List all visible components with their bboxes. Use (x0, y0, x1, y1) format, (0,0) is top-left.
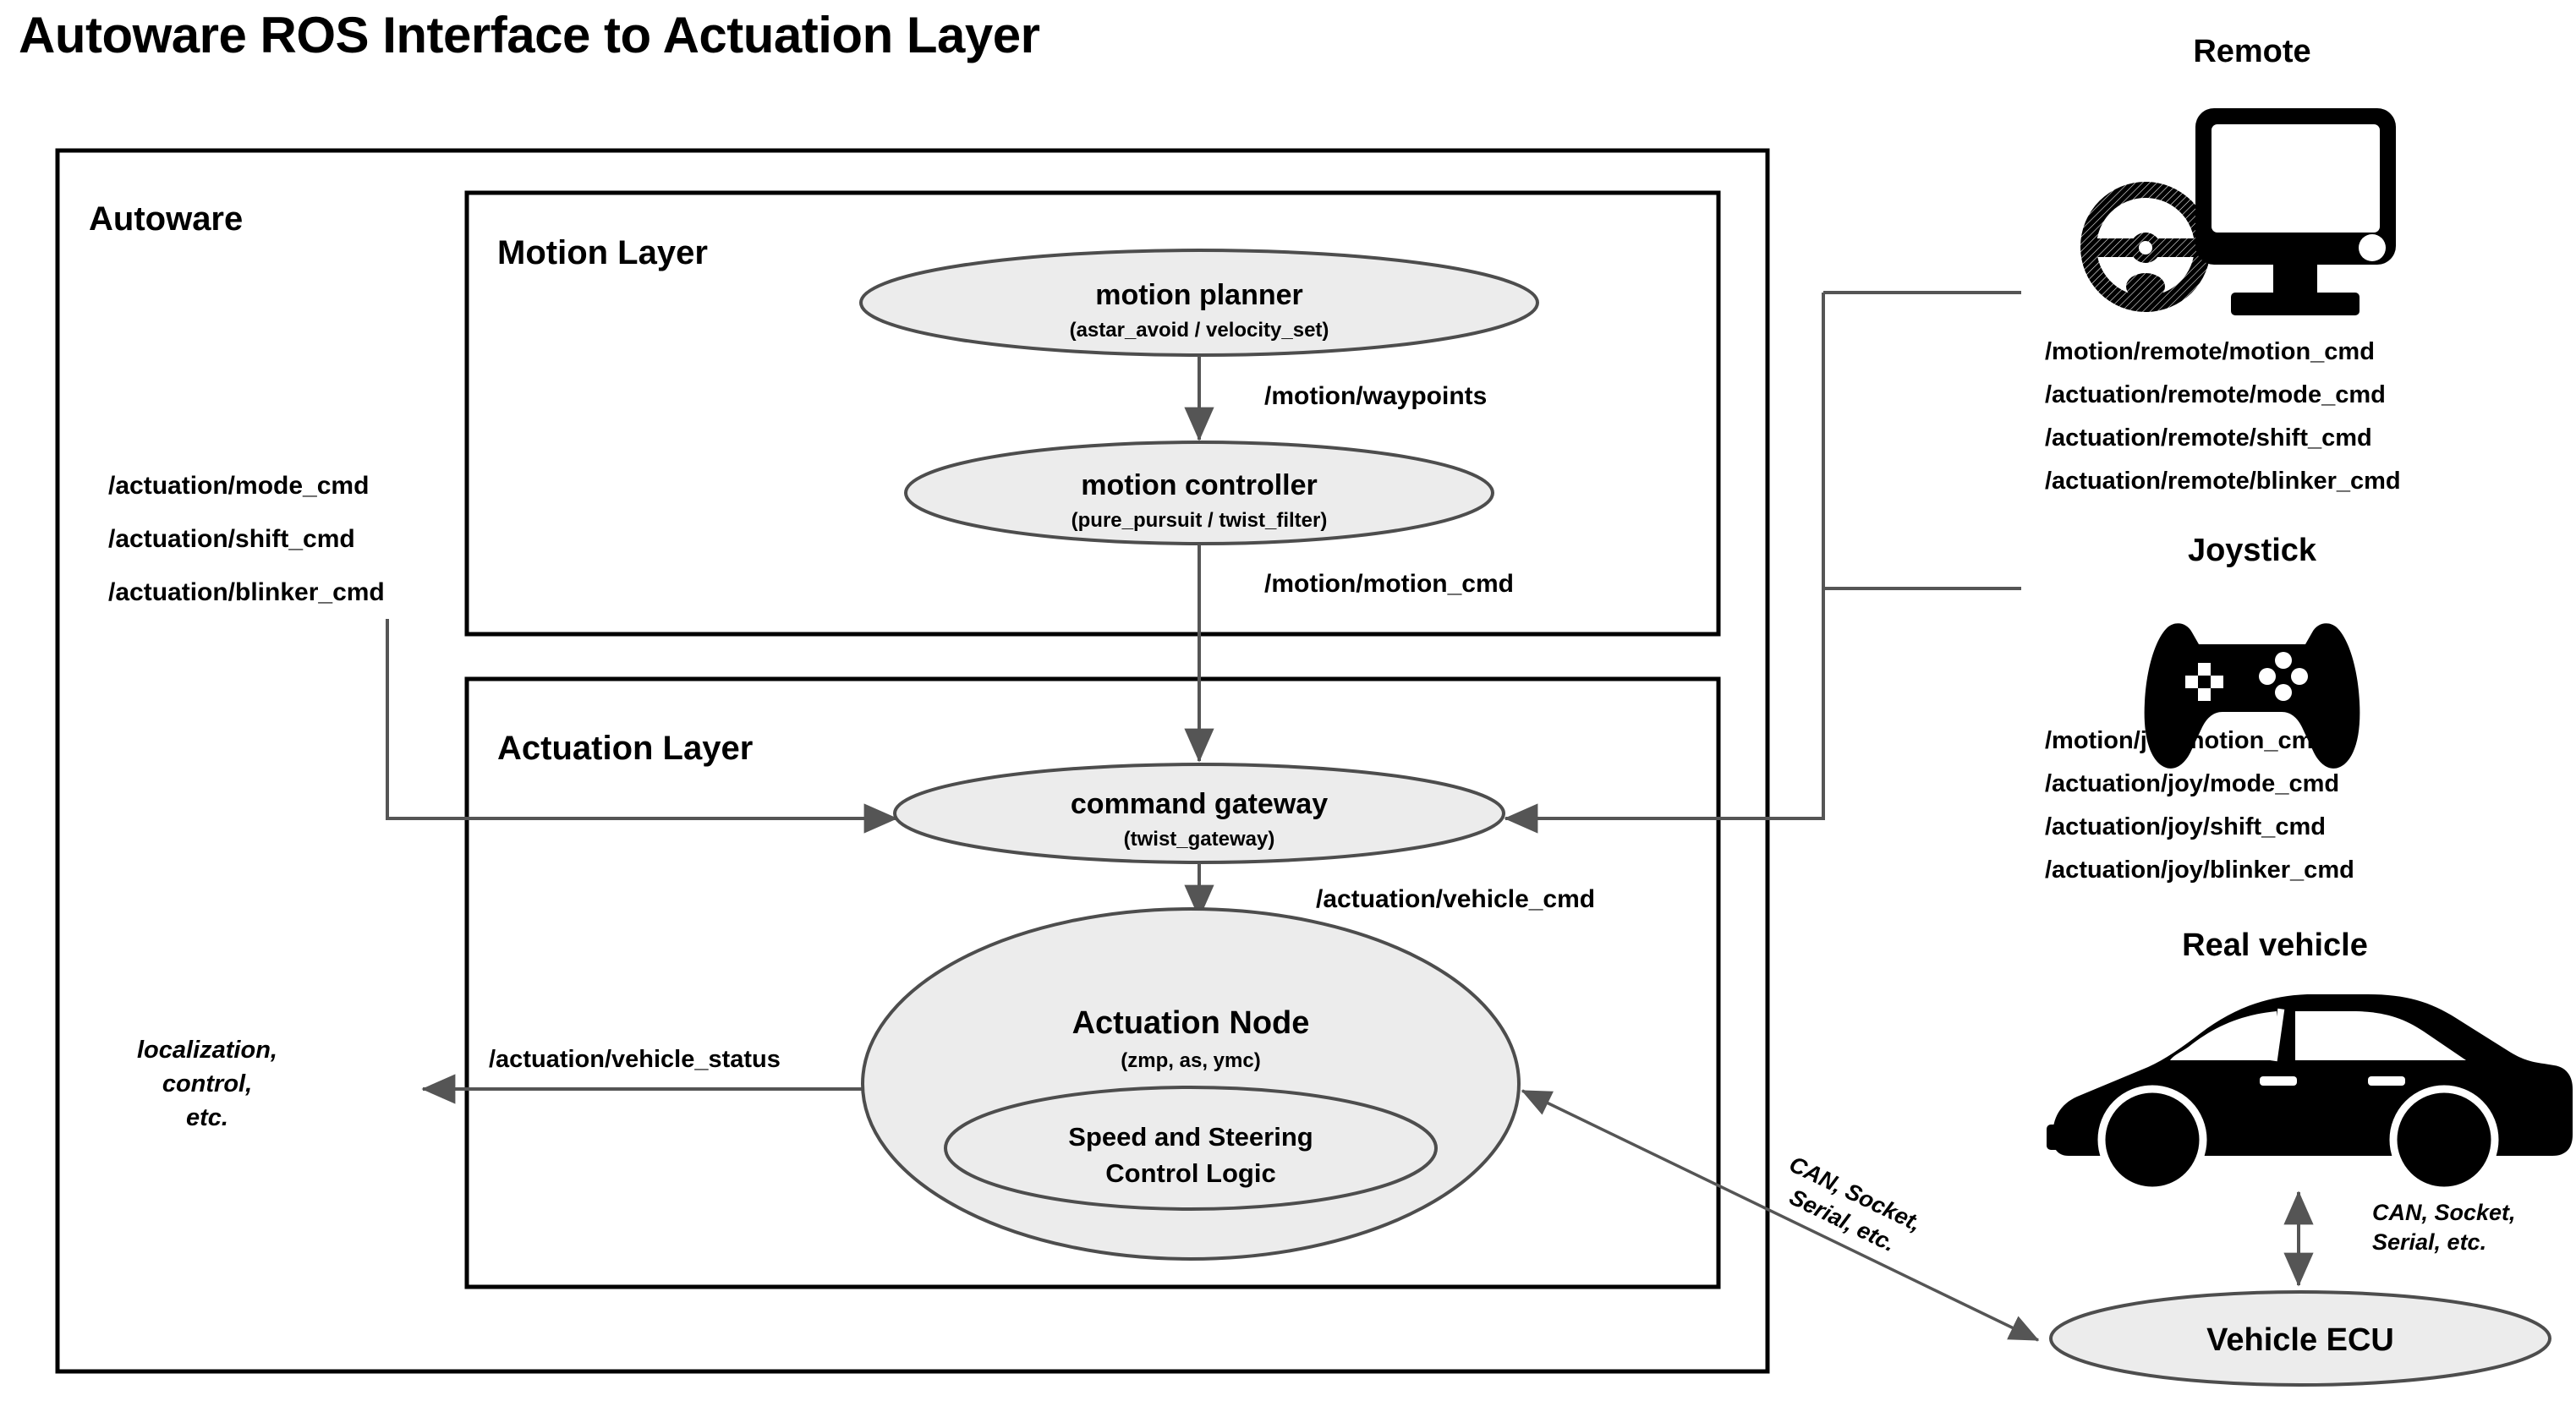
bus-label-vertical-line-0: CAN, Socket, (2372, 1200, 2516, 1225)
joystick-topic-2: /actuation/joy/shift_cmd (2045, 813, 2326, 840)
left-output-line-0: localization, (137, 1037, 277, 1064)
monitor-icon (2195, 108, 2396, 315)
remote-topic-2: /actuation/remote/shift_cmd (2045, 424, 2372, 452)
actuation-layer-box (464, 676, 1721, 1289)
real-vehicle-heading: Real vehicle (2182, 928, 2368, 963)
gamepad-icon (2144, 623, 2360, 769)
waypoints-topic-label: /motion/waypoints (1264, 382, 1487, 410)
command-gateway-node[interactable] (893, 763, 1505, 864)
bus-label-diagonal: CAN, Socket, Serial, etc. (1785, 1151, 1926, 1256)
left-input-connector (386, 619, 898, 834)
autoware-label: Autoware (89, 200, 243, 238)
motion-controller-impl: (pure_pursuit / twist_filter) (1072, 509, 1328, 532)
bus-label-vertical-line-1: Serial, etc. (2372, 1229, 2486, 1255)
actuation-node-impl: (zmp, as, ymc) (1121, 1049, 1260, 1072)
remote-topic-3: /actuation/remote/blinker_cmd (2045, 468, 2401, 495)
page-title: Autoware ROS Interface to Actuation Laye… (19, 7, 1040, 63)
vehicle-cmd-topic-label: /actuation/vehicle_cmd (1316, 885, 1595, 913)
joystick-topic-0: /motion/joy/motion_cmd (2045, 727, 2328, 754)
remote-heading: Remote (2193, 34, 2310, 69)
vehicle-ecu-title: Vehicle ECU (2206, 1322, 2394, 1358)
remote-topic-1: /actuation/remote/mode_cmd (2045, 381, 2386, 408)
motion-controller-title: motion controller (1081, 469, 1318, 501)
command-gateway-title: command gateway (1071, 788, 1328, 820)
control-logic-node[interactable] (944, 1086, 1438, 1211)
left-input-topic-1: /actuation/shift_cmd (108, 525, 355, 553)
vehicle-status-topic-label: /actuation/vehicle_status (489, 1046, 781, 1073)
motion-cmd-topic-label: /motion/motion_cmd (1264, 570, 1514, 598)
left-input-topic-0: /actuation/mode_cmd (108, 472, 369, 500)
remote-topic-0: /motion/remote/motion_cmd (2045, 338, 2375, 365)
left-input-topic-2: /actuation/blinker_cmd (108, 578, 385, 606)
actuation-node-title: Actuation Node (1072, 1005, 1310, 1041)
motion-planner-title: motion planner (1095, 279, 1303, 311)
motion-layer-label: Motion Layer (497, 234, 708, 271)
motion-planner-node[interactable] (859, 249, 1539, 357)
remote-joystick-bus-connector (1504, 293, 1825, 834)
joystick-topic-1: /actuation/joy/mode_cmd (2045, 770, 2339, 797)
motion-planner-impl: (astar_avoid / velocity_set) (1070, 319, 1329, 342)
left-output-line-2: etc. (186, 1104, 228, 1131)
joystick-topic-3: /actuation/joy/blinker_cmd (2045, 857, 2354, 884)
command-gateway-impl: (twist_gateway) (1124, 828, 1275, 851)
left-output-line-1: control, (162, 1070, 252, 1097)
autoware-container-box (55, 148, 1770, 1374)
motion-controller-node[interactable] (904, 441, 1494, 545)
actuation-node[interactable] (861, 907, 1521, 1261)
steering-wheel-icon (2080, 182, 2211, 312)
car-icon (2047, 994, 2573, 1195)
control-logic-line-1: Control Logic (1105, 1158, 1275, 1188)
motion-layer-box (464, 190, 1721, 637)
actuation-ecu-bus-connector (1521, 1089, 2040, 1342)
vehicle-ecu-node[interactable] (2049, 1290, 2551, 1387)
control-logic-line-0: Speed and Steering (1068, 1122, 1313, 1152)
joystick-heading: Joystick (2188, 533, 2317, 568)
actuation-layer-label: Actuation Layer (497, 730, 753, 767)
